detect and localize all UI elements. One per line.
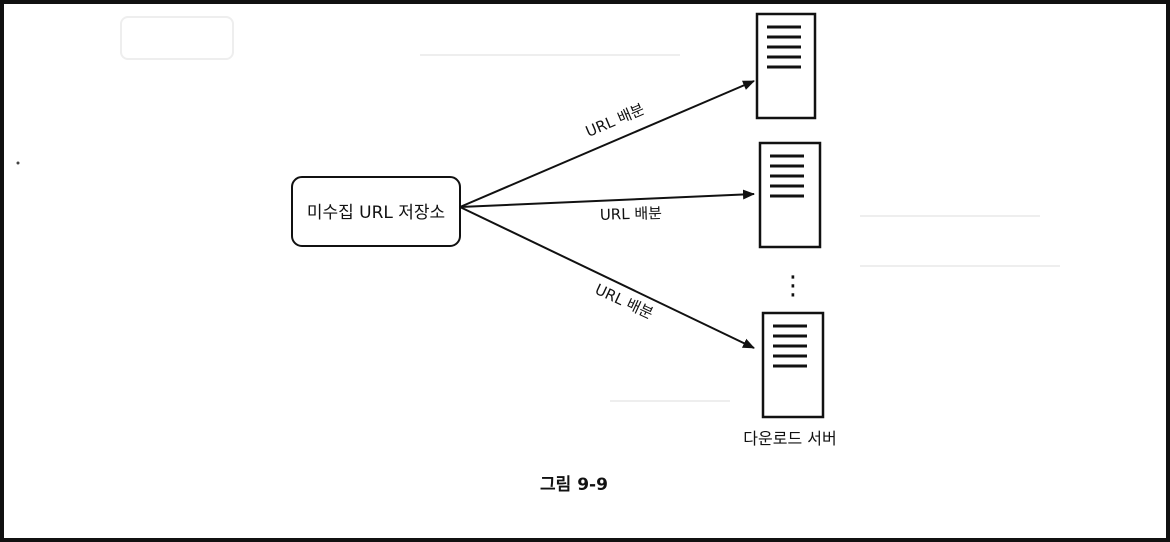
url-store-box [291,176,461,247]
download-server-2 [758,141,822,249]
arrow-to-server-3 [459,206,755,349]
more-servers-ellipsis: ⋮ [780,271,806,301]
unvisited-url-store-node: 미수집 URL 저장소 [291,176,461,247]
scan-speck [16,161,20,165]
url-store-label: 미수집 URL 저장소 [307,203,445,223]
arrow-to-server-2 [459,189,755,208]
download-server-3 [761,311,825,419]
download-servers-label: 다운로드 서버 [743,429,836,448]
figure-caption: 그림 9-9 [540,475,608,495]
edge-label-2: URL 배분 [600,204,663,224]
arrow-to-server-1 [459,80,755,208]
download-server-1 [755,12,817,120]
edge-label-1: URL 배분 [583,100,647,141]
